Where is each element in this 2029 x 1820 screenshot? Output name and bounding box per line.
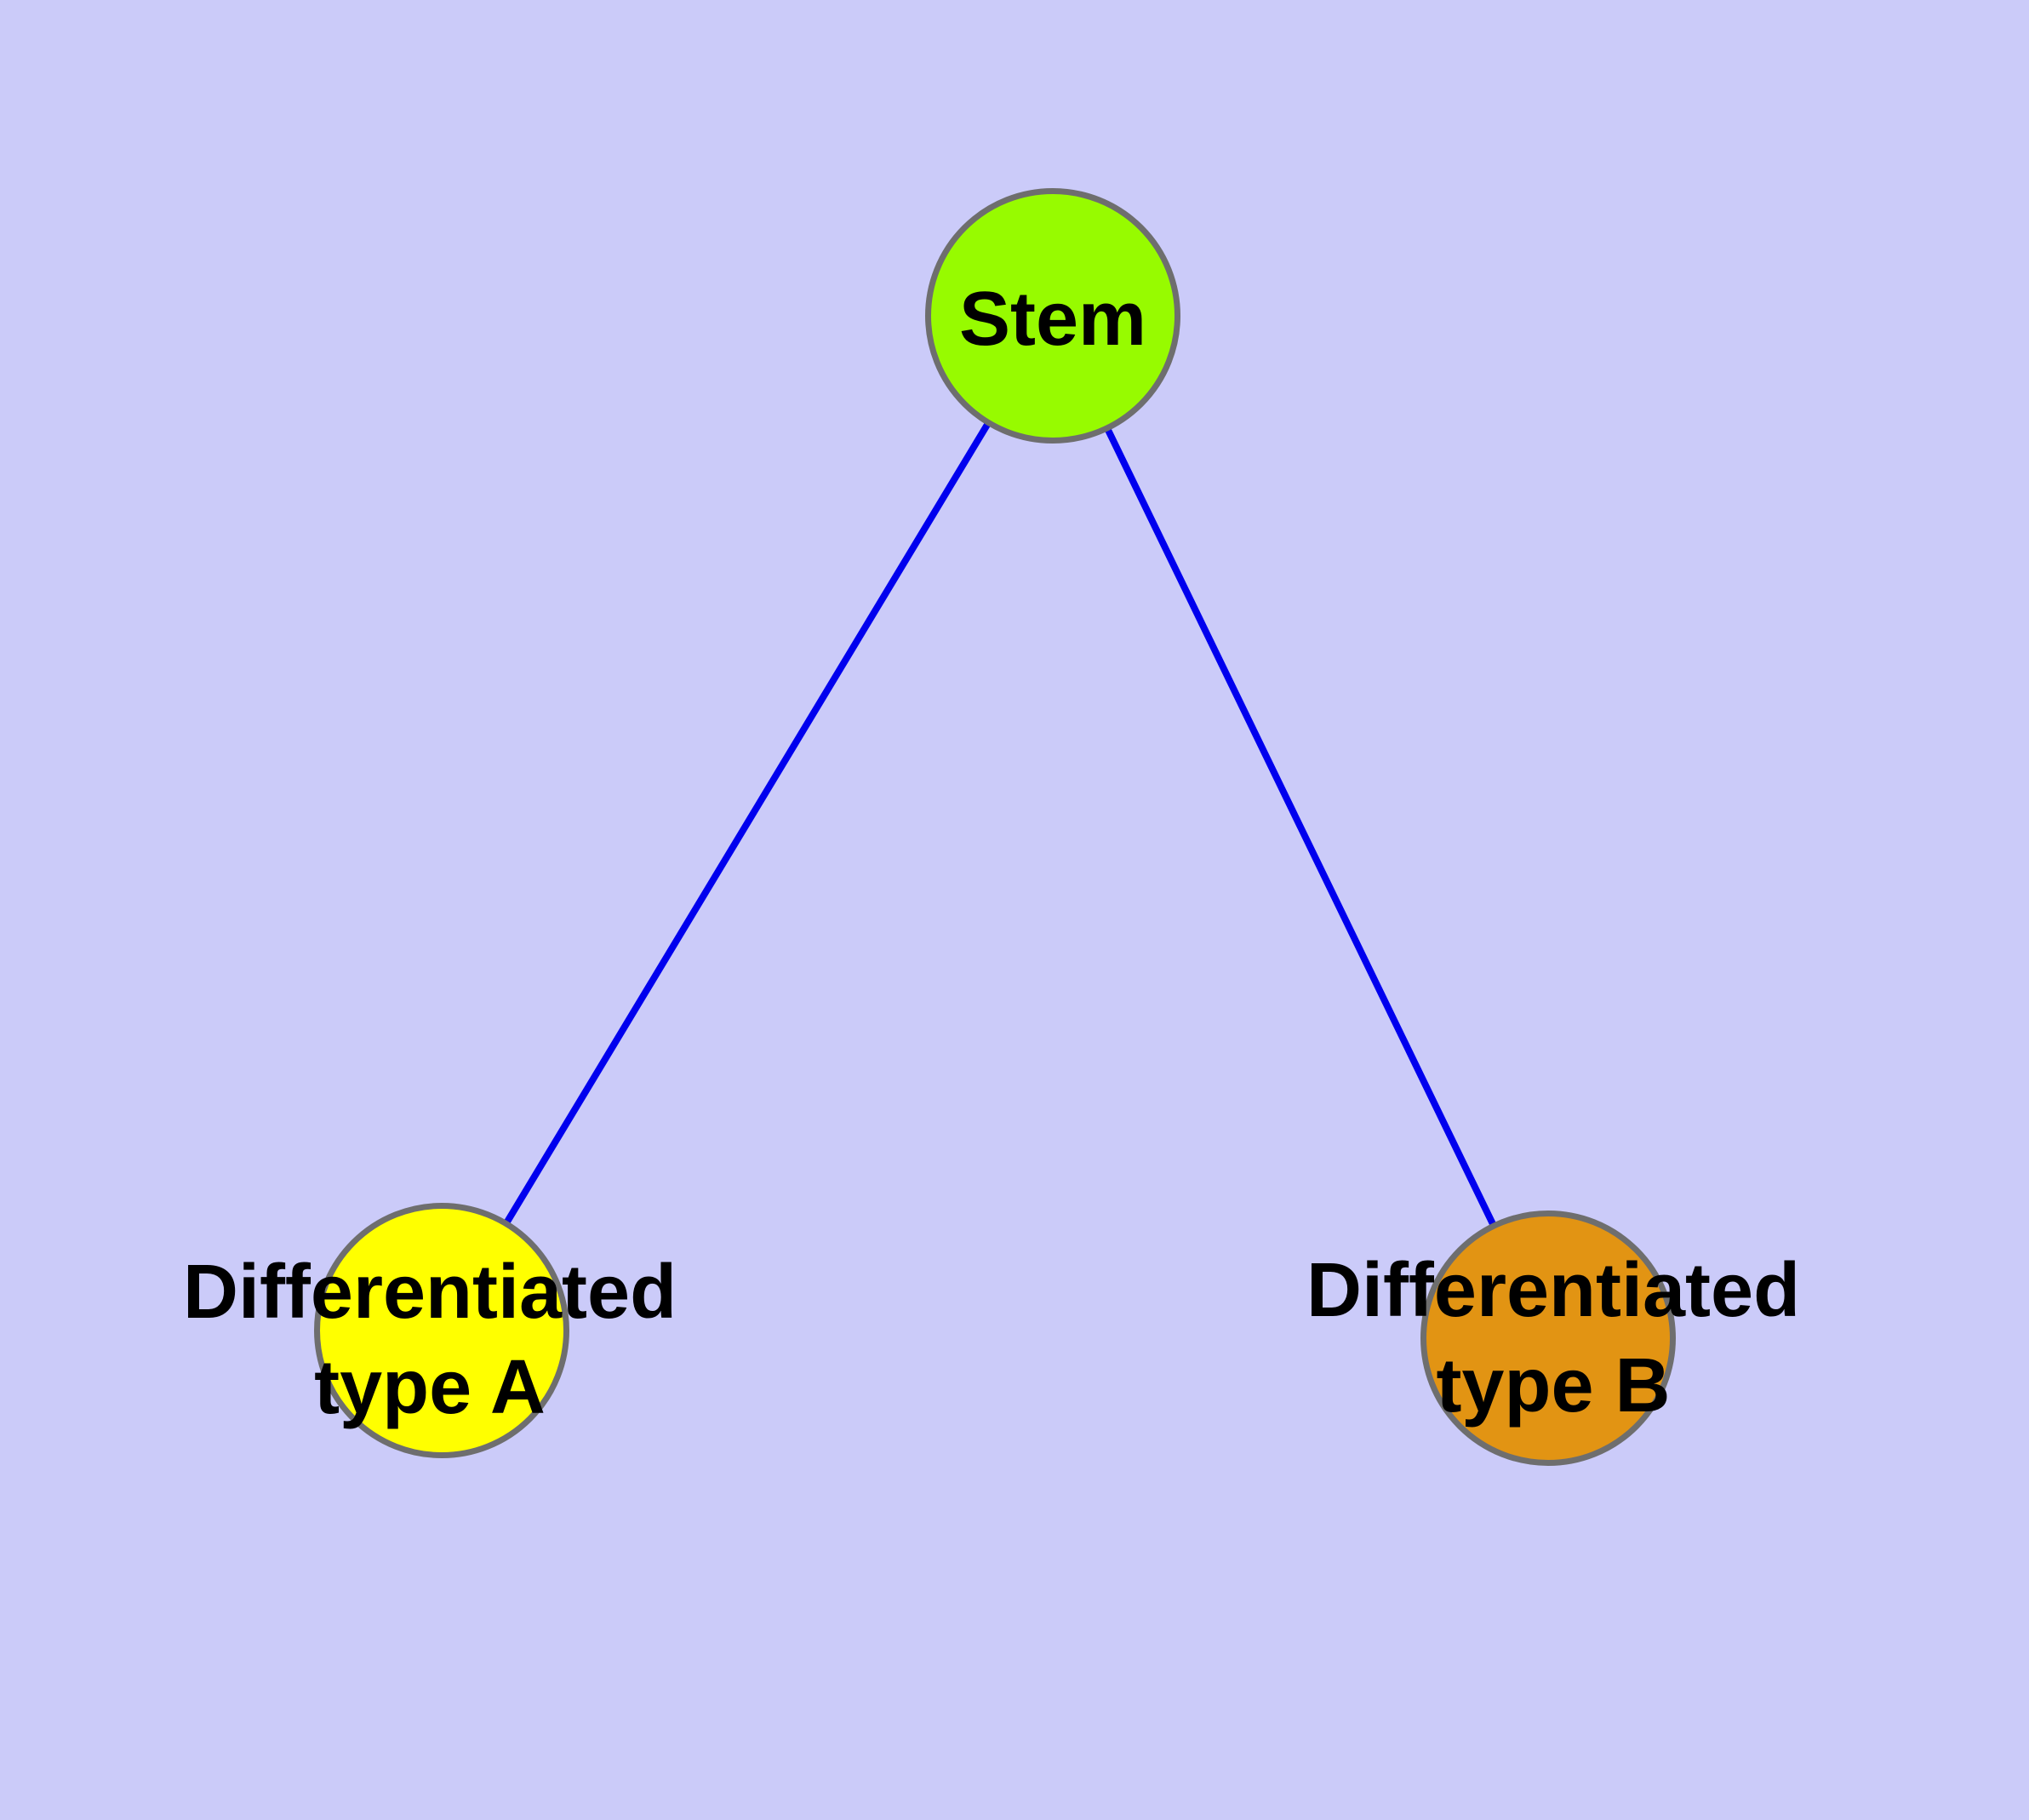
node-label-line: Differentiated	[1306, 1248, 1801, 1333]
node-label-line: type B	[1436, 1343, 1671, 1428]
node-label-differentiated-type-a: Differentiated type A	[183, 1245, 677, 1435]
node-differentiated-type-b	[1420, 1210, 1676, 1466]
node-label-stem: Stem	[959, 272, 1146, 367]
node-differentiated-type-a	[314, 1203, 569, 1458]
node-label-differentiated-type-b: Differentiated type B	[1306, 1243, 1800, 1434]
edge-stem-to-type-a	[438, 312, 1056, 1334]
node-label-line: Differentiated	[182, 1250, 677, 1335]
node-label-line: type A	[314, 1345, 546, 1430]
edge-stem-to-type-b	[1049, 312, 1552, 1342]
node-label-line: Stem	[958, 277, 1147, 362]
node-stem	[925, 188, 1180, 444]
